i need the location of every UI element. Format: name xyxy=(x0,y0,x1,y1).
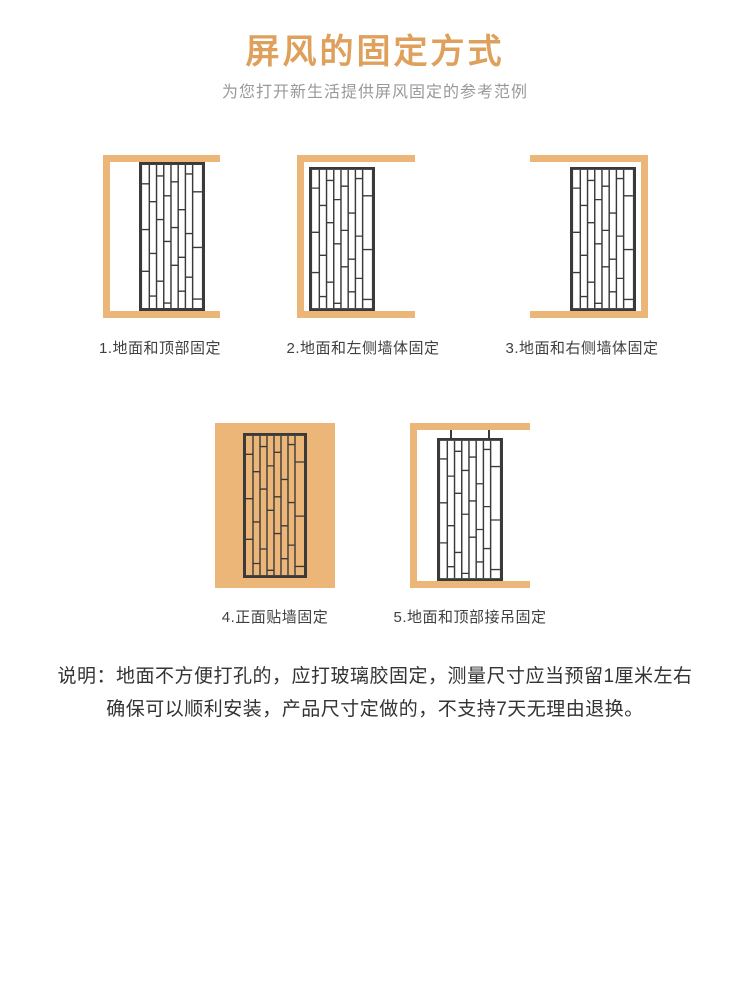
diagram-caption-4: 4.正面贴墙固定 xyxy=(221,609,329,626)
page-subtitle: 为您打开新生活提供屏风固定的参考范例 xyxy=(221,84,528,101)
floor-bar xyxy=(530,311,641,318)
wall-bar xyxy=(641,155,648,318)
floor-bar xyxy=(304,311,415,318)
diagram-floor-top-fixed xyxy=(103,155,220,318)
note-line-2: 确保可以顺利安装，产品尺寸定做的，不支持7天无理由退换。 xyxy=(106,699,644,720)
screen-panel-illustration xyxy=(437,438,503,581)
screen-panel-illustration xyxy=(570,167,636,311)
floor-bar xyxy=(417,581,530,588)
diagram-floor-left-wall-fixed xyxy=(297,155,415,318)
note-line-1: 说明：地面不方便打孔的，应打玻璃胶固定，测量尺寸应当预留1厘米左右 xyxy=(57,666,693,687)
diagram-caption-5: 5.地面和顶部接吊固定 xyxy=(393,609,547,626)
wall-bar xyxy=(103,155,110,318)
wall-bar xyxy=(410,423,417,588)
note-text: 说明：地面不方便打孔的，应打玻璃胶固定，测量尺寸应当预留1厘米左右 确保可以顺利… xyxy=(0,660,750,726)
diagram-floor-right-wall-fixed xyxy=(530,155,648,318)
ceiling-bar xyxy=(530,155,641,162)
diagram-caption-3: 3.地面和右侧墙体固定 xyxy=(505,340,659,357)
diagram-wall-mounted-front xyxy=(215,423,335,588)
screen-panel-illustration xyxy=(139,162,205,311)
diagram-caption-2: 2.地面和左侧墙体固定 xyxy=(286,340,440,357)
diagram-floor-top-suspended xyxy=(410,423,530,588)
page-title: 屏风的固定方式 xyxy=(245,33,505,71)
wall-bar xyxy=(297,155,304,318)
screen-panel-illustration xyxy=(309,167,375,311)
hanger-rod xyxy=(450,430,452,438)
hanger-rod xyxy=(488,430,490,438)
ceiling-bar xyxy=(304,155,415,162)
screen-panel-illustration xyxy=(243,433,307,578)
ceiling-bar xyxy=(417,423,530,430)
floor-bar xyxy=(110,311,220,318)
ceiling-bar xyxy=(110,155,220,162)
diagram-caption-1: 1.地面和顶部固定 xyxy=(98,340,221,357)
